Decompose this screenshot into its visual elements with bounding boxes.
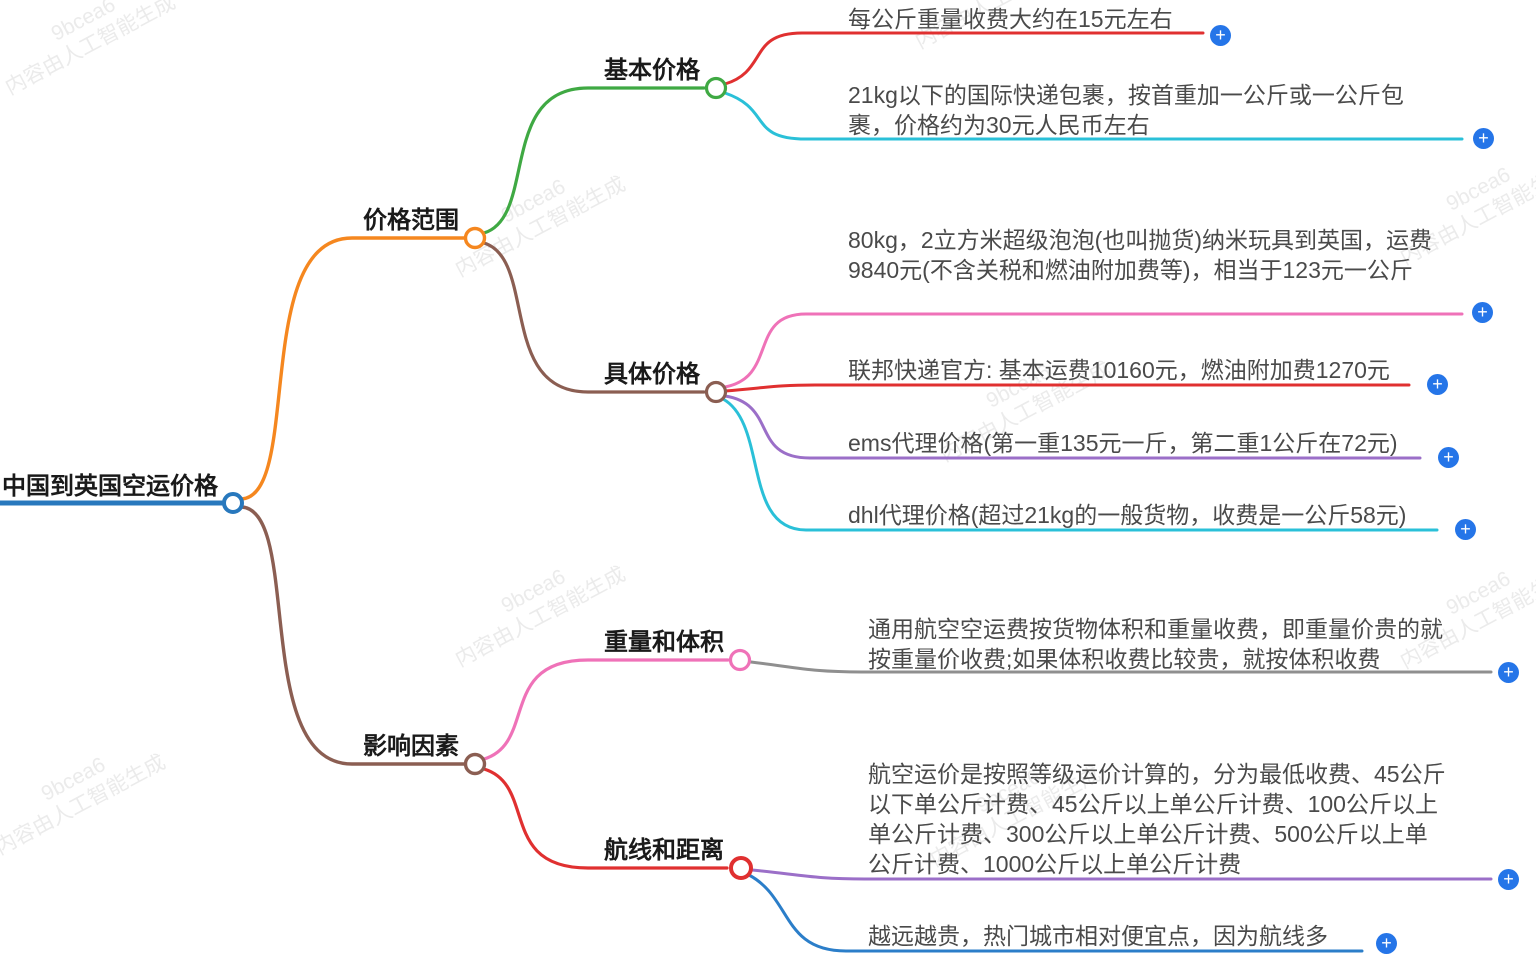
add-child-button[interactable]: + bbox=[1472, 302, 1493, 323]
edge-basic-leaf1 bbox=[723, 31, 1205, 86]
leaf-basic-2[interactable]: 21kg以下的国际快递包裹，按首重加一公斤或一公斤包裹，价格约为30元人民币左右 bbox=[848, 82, 1404, 138]
edge-specific-leaf1 bbox=[723, 312, 1464, 389]
add-child-button[interactable]: + bbox=[1376, 933, 1397, 954]
edge-specific-leaf2 bbox=[723, 383, 1411, 393]
edge-root-factors bbox=[240, 505, 466, 766]
route-distance-node-handle[interactable] bbox=[729, 856, 753, 880]
edge-factors-weight bbox=[482, 658, 730, 761]
node-label-route-distance[interactable]: 航线和距离 bbox=[604, 837, 724, 864]
node-label-price-range[interactable]: 价格范围 bbox=[363, 207, 459, 234]
edge-route-leaf2 bbox=[747, 873, 1364, 953]
edge-route-leaf1 bbox=[750, 868, 1493, 881]
edge-basic-leaf2 bbox=[723, 91, 1464, 141]
leaf-route-2[interactable]: 越远越贵，热门城市相对便宜点，因为航线多 bbox=[868, 923, 1328, 949]
edge-factors-route bbox=[482, 767, 729, 870]
weight-volume-node-handle[interactable] bbox=[728, 648, 752, 672]
leaf-specific-3[interactable]: ems代理价格(第一重135元一斤，第二重1公斤在72元) bbox=[848, 430, 1398, 456]
edge-price-range-basic bbox=[482, 86, 706, 235]
edge-price-range-specific bbox=[482, 241, 706, 394]
leaf-specific-2[interactable]: 联邦快递官方: 基本运费10160元，燃油附加费1270元 bbox=[848, 357, 1390, 383]
add-child-button[interactable]: + bbox=[1498, 662, 1519, 683]
add-child-button[interactable]: + bbox=[1438, 447, 1459, 468]
node-label-basic-price[interactable]: 基本价格 bbox=[604, 57, 700, 84]
price-range-node-handle[interactable] bbox=[463, 226, 487, 250]
edge-root-price-range bbox=[240, 236, 466, 501]
leaf-route-1[interactable]: 航空运价是按照等级运价计算的，分为最低收费、45公斤以下单公斤计费、45公斤以上… bbox=[868, 761, 1446, 877]
edge-specific-leaf4 bbox=[721, 397, 1439, 532]
add-child-button[interactable]: + bbox=[1427, 374, 1448, 395]
specific-price-node-handle[interactable] bbox=[704, 380, 728, 404]
add-child-button[interactable]: + bbox=[1455, 519, 1476, 540]
root-node-label[interactable]: 中国到英国空运价格 bbox=[2, 473, 218, 500]
add-child-button[interactable]: + bbox=[1498, 869, 1519, 890]
leaf-specific-4[interactable]: dhl代理价格(超过21kg的一般货物，收费是一公斤58元) bbox=[848, 502, 1407, 528]
node-label-factors[interactable]: 影响因素 bbox=[363, 733, 459, 760]
root-node-handle[interactable] bbox=[222, 492, 244, 514]
leaf-specific-1[interactable]: 80kg，2立方米超级泡泡(也叫抛货)纳米玩具到英国，运费9840元(不含关税和… bbox=[848, 227, 1432, 283]
node-label-weight-volume[interactable]: 重量和体积 bbox=[604, 629, 724, 656]
edge-weight-leaf1 bbox=[749, 660, 1493, 674]
add-child-button[interactable]: + bbox=[1210, 25, 1231, 46]
node-label-specific-price[interactable]: 具体价格 bbox=[604, 361, 700, 388]
leaf-basic-1[interactable]: 每公斤重量收费大约在15元左右 bbox=[848, 6, 1173, 32]
factors-node-handle[interactable] bbox=[463, 752, 487, 776]
basic-price-node-handle[interactable] bbox=[704, 76, 728, 100]
leaf-weight-1[interactable]: 通用航空空运费按货物体积和重量收费，即重量价贵的就按重量价收费;如果体积收费比较… bbox=[868, 616, 1443, 672]
edge-specific-leaf3 bbox=[723, 394, 1422, 460]
add-child-button[interactable]: + bbox=[1473, 128, 1494, 149]
